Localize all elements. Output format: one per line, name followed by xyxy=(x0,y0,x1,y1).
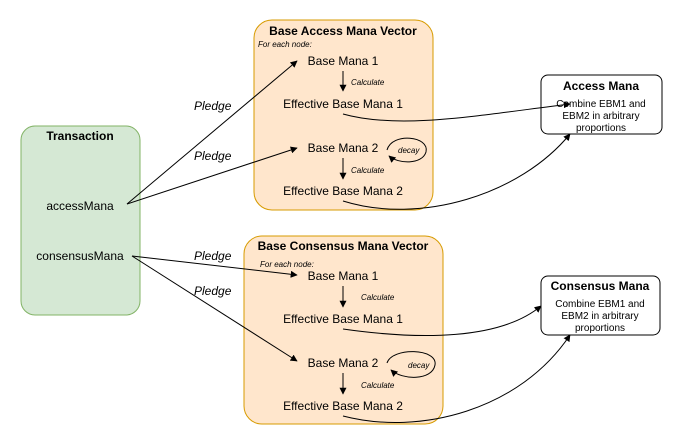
access-output-desc-1: Combine EBM1 and xyxy=(556,99,646,110)
consensus-mana-field: consensusMana xyxy=(36,249,124,263)
consensus-decay-loop xyxy=(386,351,436,378)
consensus-vector-title: Base Consensus Mana Vector xyxy=(258,239,429,253)
pledge-arrow-access-base-1 xyxy=(126,60,298,205)
access-decay-loop xyxy=(386,137,427,163)
transaction-node: Transaction accessMana consensusMana xyxy=(20,125,141,316)
access-base-mana-1: Base Mana 1 xyxy=(308,54,379,68)
access-output-desc-3: proportions xyxy=(576,123,626,134)
access-mana-field: accessMana xyxy=(46,199,114,213)
access-effective-base-mana-2: Effective Base Mana 2 xyxy=(283,184,403,198)
consensus-output-desc-2: EBM2 in arbitrary xyxy=(561,311,638,322)
consensus-base-mana-1: Base Mana 1 xyxy=(308,269,379,283)
access-base-mana-2: Base Mana 2 xyxy=(308,141,379,155)
consensus-ebm2-to-output xyxy=(342,334,571,423)
access-decay-label: decay xyxy=(398,146,420,155)
consensus-output-desc-3: proportions xyxy=(575,323,625,334)
access-calculate-1: Calculate xyxy=(351,78,385,87)
pledge-label-3: Pledge xyxy=(194,249,232,263)
consensus-output-desc-1: Combine EBM1 and xyxy=(555,299,645,310)
access-ebm2-to-output xyxy=(342,133,571,210)
access-vector-title: Base Access Mana Vector xyxy=(269,24,417,38)
consensus-calculate-2: Calculate xyxy=(361,381,395,390)
access-output-title: Access Mana xyxy=(563,79,639,93)
pledge-label-1: Pledge xyxy=(194,99,232,113)
pledge-label-2: Pledge xyxy=(194,149,232,163)
consensus-ebm1-to-output xyxy=(342,305,542,336)
access-output-desc-2: EBM2 in arbitrary xyxy=(562,111,639,122)
access-effective-base-mana-1: Effective Base Mana 1 xyxy=(283,97,403,111)
consensus-mana-output-node: Consensus Mana Combine EBM1 and EBM2 in … xyxy=(540,275,661,336)
consensus-effective-base-mana-2: Effective Base Mana 2 xyxy=(283,399,403,413)
consensus-output-title: Consensus Mana xyxy=(551,279,650,293)
access-calculate-2: Calculate xyxy=(351,166,385,175)
access-ebm1-to-output xyxy=(342,101,571,122)
pledge-arrow-access-base-2 xyxy=(126,146,298,205)
pledge-arrow-consensus-base-2 xyxy=(131,255,298,362)
consensus-for-each-label: For each node: xyxy=(260,260,314,269)
access-vector-node: Base Access Mana Vector For each node: B… xyxy=(253,19,434,211)
pledge-label-4: Pledge xyxy=(194,284,232,298)
consensus-vector-node: Base Consensus Mana Vector For each node… xyxy=(243,235,444,425)
pledge-arrow-consensus-base-1 xyxy=(131,255,298,278)
access-mana-output-node: Access Mana Combine EBM1 and EBM2 in arb… xyxy=(540,74,663,135)
transaction-title: Transaction xyxy=(46,129,113,143)
consensus-effective-base-mana-1: Effective Base Mana 1 xyxy=(283,312,403,326)
access-for-each-label: For each node: xyxy=(258,40,312,49)
consensus-base-mana-2: Base Mana 2 xyxy=(308,356,379,370)
consensus-decay-label: decay xyxy=(408,361,430,370)
consensus-calculate-1: Calculate xyxy=(361,293,395,302)
